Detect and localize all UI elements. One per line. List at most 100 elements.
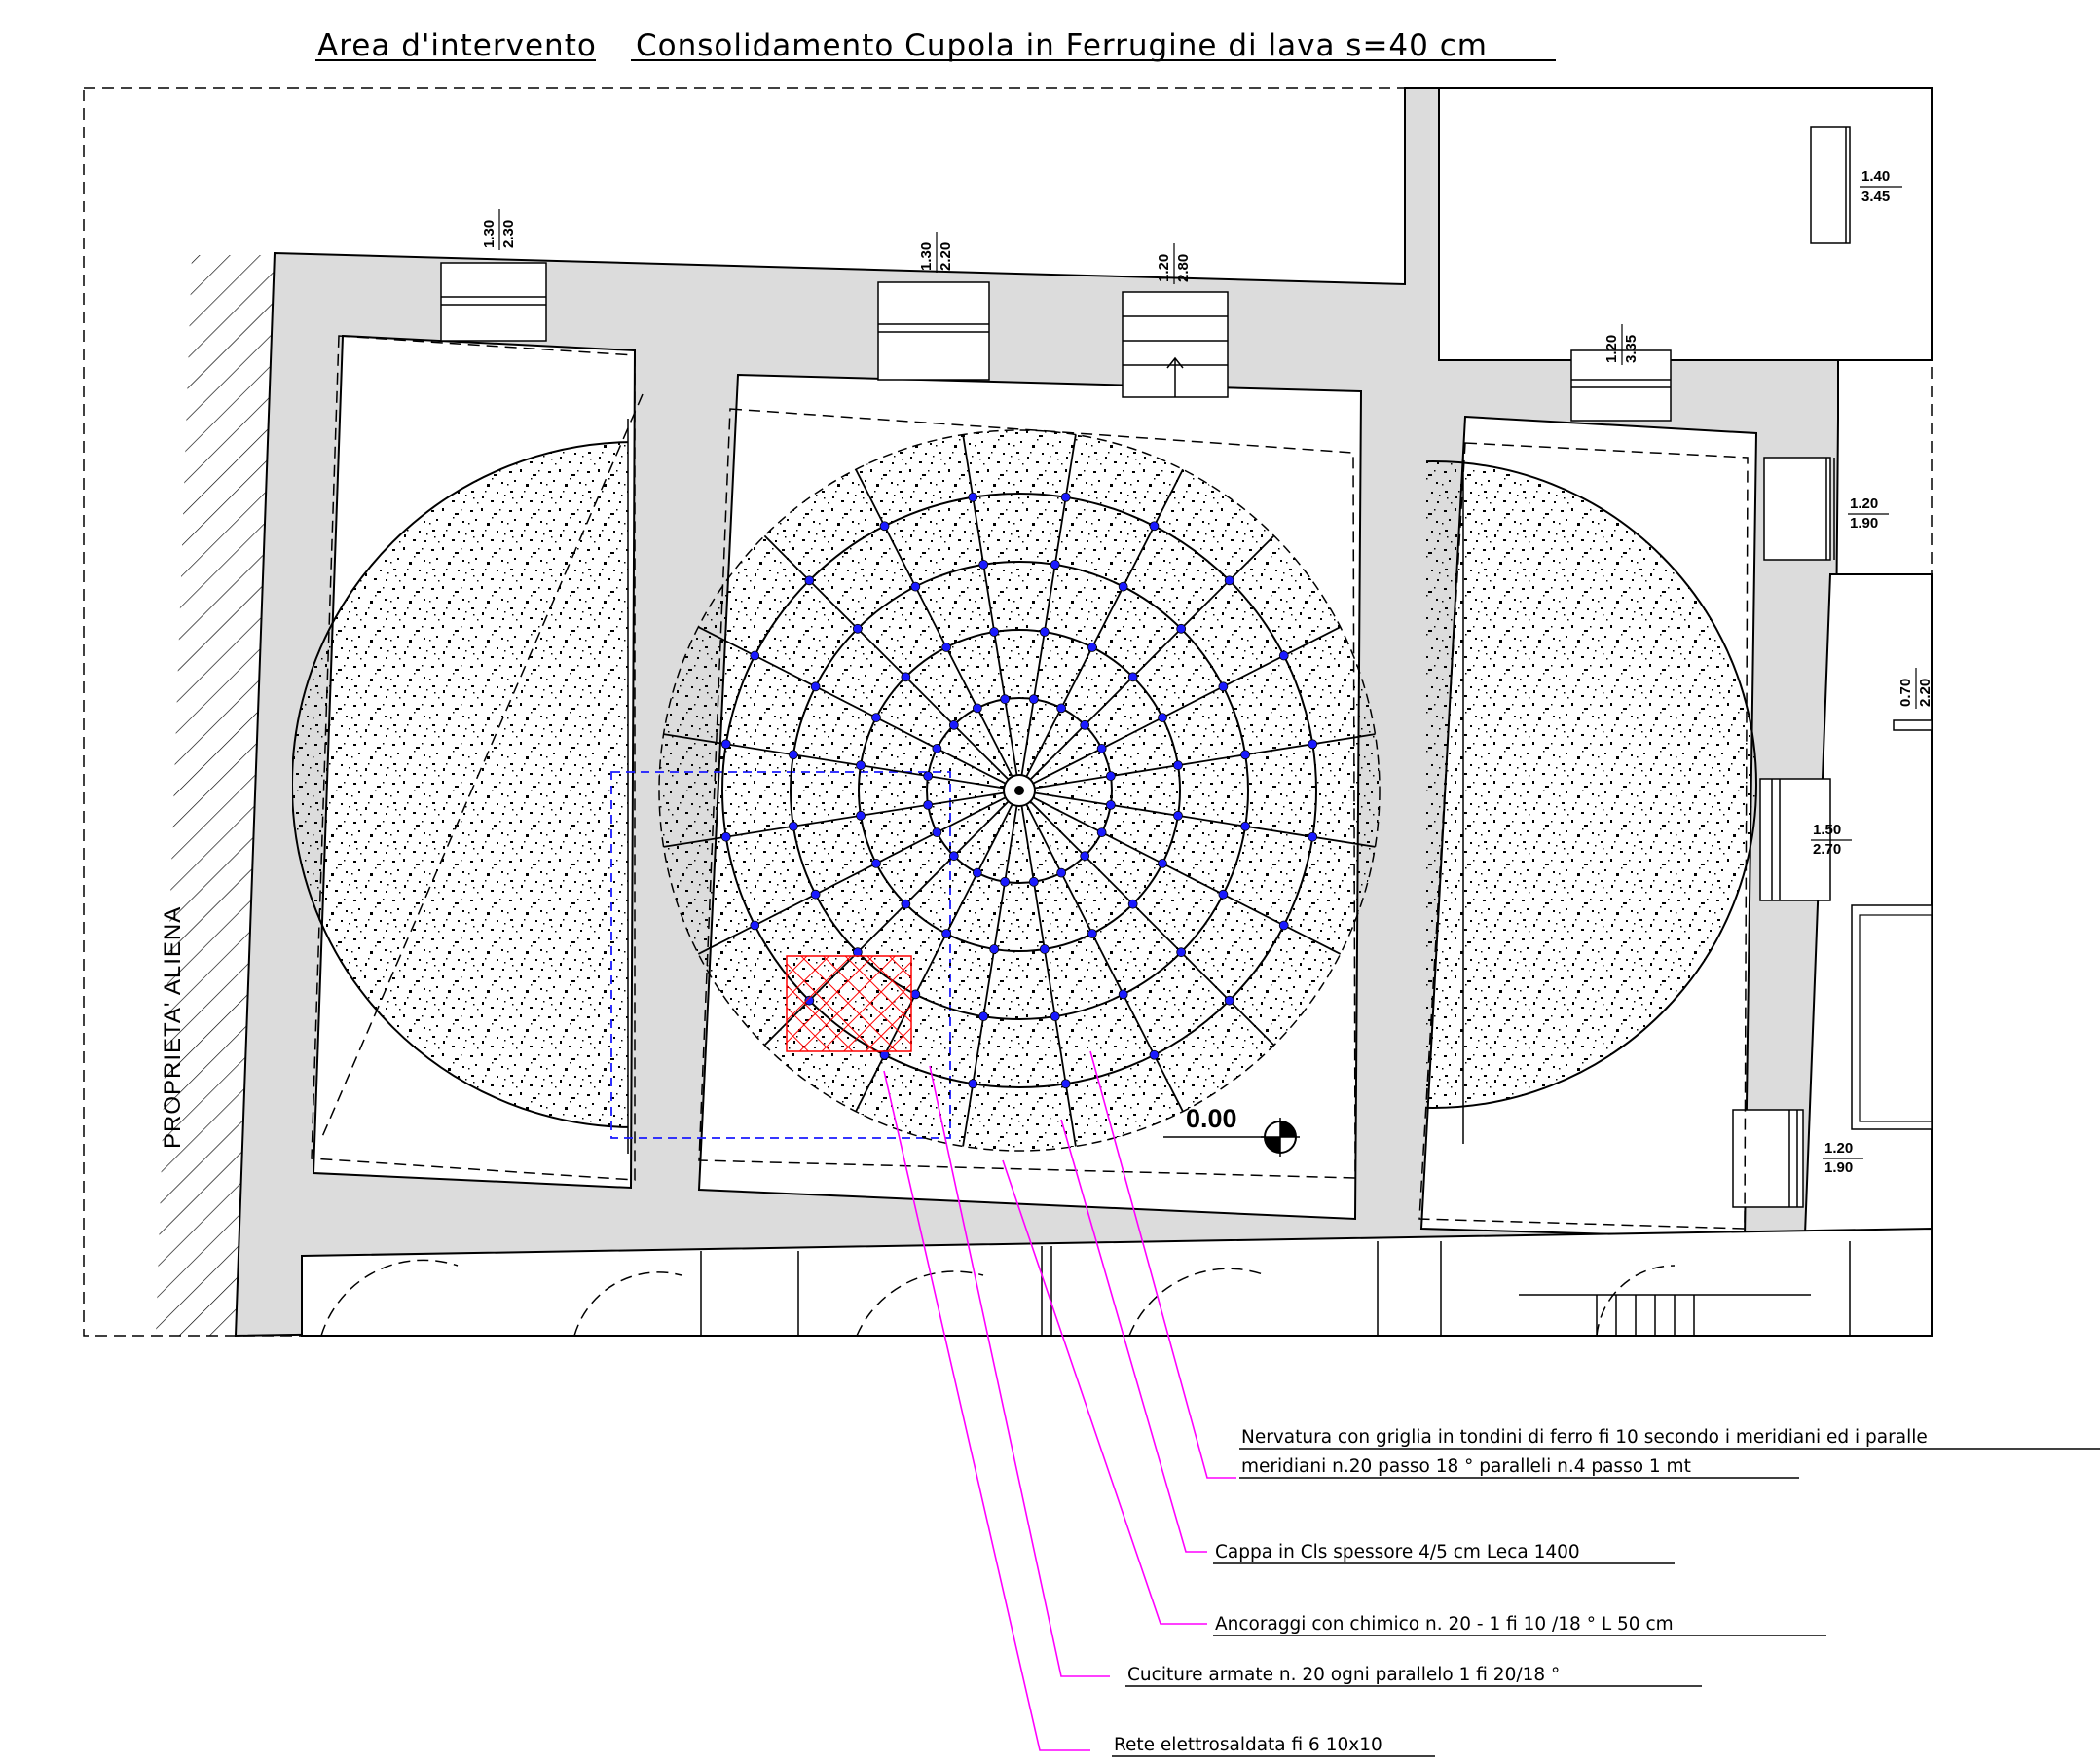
dome-node xyxy=(910,989,921,1000)
dome-meridian-7 xyxy=(855,803,1013,1113)
dome-meridian-2 xyxy=(1032,796,1342,955)
dome-node xyxy=(1218,889,1229,900)
dome-meridian-19 xyxy=(1032,626,1342,785)
dome-parallel-4 xyxy=(721,493,1317,1088)
welded-mesh-sample xyxy=(786,955,912,1052)
note-cappa: Cappa in Cls spessore 4/5 cm Leca 1400 xyxy=(1215,1542,1580,1562)
opening-dim-7-top: 0.70 xyxy=(1897,679,1914,707)
dome-node xyxy=(978,559,989,570)
opening-dimensions: 1.30 2.30 1.30 2.20 1.20 2.80 1.20 3.35 … xyxy=(481,168,1934,1176)
opening-dim-3-top: 1.20 xyxy=(1156,254,1172,282)
dome-meridian-5 xyxy=(1020,805,1077,1147)
dome-node xyxy=(932,827,942,838)
dome-meridian-18 xyxy=(1029,534,1275,781)
dome-node xyxy=(1308,739,1318,750)
opening-dim-1-bottom: 2.30 xyxy=(500,220,517,248)
title-subject: Consolidamento Cupola in Ferrugine di la… xyxy=(636,28,1488,63)
opening-dim-2: 1.30 2.20 xyxy=(918,232,954,273)
dome-node xyxy=(788,750,798,760)
note-ancoraggi: Ancoraggi con chimico n. 20 - 1 fi 10 /1… xyxy=(1215,1614,1674,1635)
opening-dim-6-top: 1.20 xyxy=(1850,496,1878,512)
dome-node xyxy=(923,799,934,810)
opening-dim-1: 1.30 2.30 xyxy=(481,209,517,250)
level-value: 0.00 xyxy=(1186,1104,1237,1133)
dome-node xyxy=(1105,771,1116,782)
dome-node xyxy=(1158,859,1167,868)
dome-node xyxy=(810,889,821,900)
neighbour-property-label: PROPRIETA' ALIENA xyxy=(160,906,186,1149)
dome-meridian-6 xyxy=(962,805,1018,1147)
dome-meridian-12 xyxy=(697,626,1007,785)
dome-node xyxy=(1149,1049,1160,1060)
dome-node xyxy=(1176,947,1187,958)
openings xyxy=(440,126,1933,1208)
dome-node xyxy=(901,672,911,682)
opening-dim-3-bottom: 2.80 xyxy=(1175,254,1192,282)
dome-node xyxy=(1028,694,1039,705)
dome-node xyxy=(968,492,978,502)
dome-parallels xyxy=(721,493,1317,1088)
dome-node xyxy=(1039,627,1050,637)
dome-node xyxy=(1080,851,1090,862)
dome-meridian-14 xyxy=(855,468,1013,778)
dome-node xyxy=(810,681,821,692)
annotation-notes: Nervatura con griglia in tondini di ferr… xyxy=(1112,1427,2100,1757)
dome-node xyxy=(788,821,798,831)
dome-node xyxy=(910,581,921,592)
dome-node xyxy=(871,859,881,868)
dome-node xyxy=(1218,681,1229,692)
dome-meridian-10 xyxy=(663,791,1005,848)
note-cuciture: Cuciture armate n. 20 ogni parallelo 1 f… xyxy=(1127,1665,1560,1685)
dome-node xyxy=(750,920,760,931)
dome-node xyxy=(1224,575,1234,586)
dome-meridian-20 xyxy=(1034,733,1376,790)
dome-node xyxy=(1000,694,1011,705)
opening-dim-6-bottom: 1.90 xyxy=(1850,515,1878,532)
dome-node xyxy=(856,760,866,771)
dome-node xyxy=(1039,944,1050,954)
central-dome xyxy=(658,429,1381,1152)
opening-dim-1-top: 1.30 xyxy=(481,220,497,248)
dome-parallel-2 xyxy=(858,629,1181,952)
dome-node xyxy=(1118,581,1128,592)
dome-node xyxy=(941,643,951,652)
opening-dim-2-bottom: 2.20 xyxy=(938,242,954,271)
dome-node xyxy=(989,627,1000,637)
dome-node xyxy=(972,867,982,878)
title-area: Area d'intervento xyxy=(317,28,597,63)
dome-meridian-3 xyxy=(1029,800,1275,1047)
dome-node xyxy=(1224,995,1234,1006)
dome-node xyxy=(1096,743,1107,753)
opening-dim-9-top: 1.20 xyxy=(1824,1140,1853,1157)
dome-node xyxy=(972,703,982,714)
leader-lines xyxy=(883,1050,1236,1751)
opening-dim-4-bottom: 3.35 xyxy=(1623,335,1639,363)
room-north-east xyxy=(1438,87,1933,361)
dome-meridians xyxy=(663,434,1376,1147)
dome-node xyxy=(1060,1079,1071,1089)
dome-node xyxy=(871,713,881,722)
opening-dim-5: 1.40 3.45 xyxy=(1860,168,1902,204)
dome-meridian-17 xyxy=(1025,468,1184,778)
opening-dim-3: 1.20 2.80 xyxy=(1156,243,1192,284)
dome-node xyxy=(901,899,911,909)
dome-node xyxy=(1105,799,1116,810)
dome-node xyxy=(879,521,890,532)
opening-dim-7: 0.70 2.20 xyxy=(1897,668,1934,709)
dome-node xyxy=(720,831,731,842)
dome-meridian-9 xyxy=(697,796,1007,955)
dome-node xyxy=(948,851,959,862)
dome-node xyxy=(1173,760,1183,771)
dome-node xyxy=(978,1011,989,1022)
opening-dim-2-top: 1.30 xyxy=(918,242,935,271)
dome-node xyxy=(948,719,959,730)
opening-dim-8: 1.50 2.70 xyxy=(1811,822,1852,858)
dome-node xyxy=(750,650,760,661)
dome-node xyxy=(856,810,866,821)
dome-node xyxy=(1080,719,1090,730)
dome-node xyxy=(804,575,815,586)
lower-rooms xyxy=(301,1241,1851,1337)
dome-nodes xyxy=(720,492,1318,1089)
dome-node xyxy=(1176,623,1187,634)
